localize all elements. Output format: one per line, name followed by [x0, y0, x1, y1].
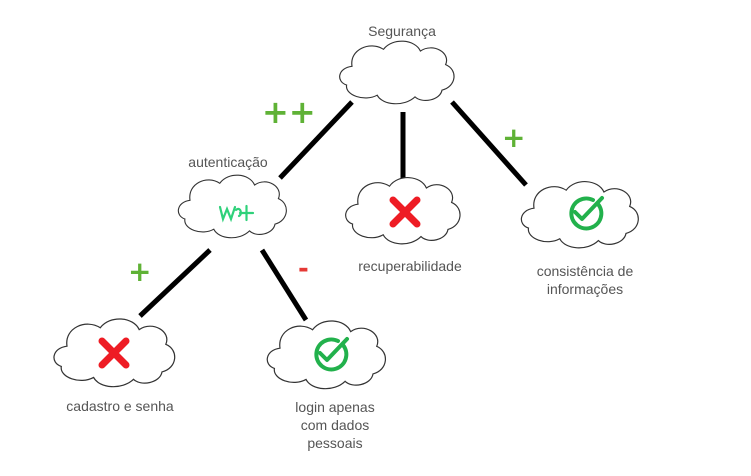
edge-sign-autenticacao-login: -	[298, 254, 309, 284]
cloud-icon-autenticacao	[177, 174, 287, 239]
scribble-icon	[218, 204, 255, 223]
node-label-login-line3: pessoais	[307, 435, 363, 451]
x-icon	[389, 196, 421, 228]
node-label-login-line1: login apenas	[295, 399, 375, 415]
edge-root-consistencia	[450, 100, 528, 187]
node-label-consistencia-line2: informações	[546, 281, 624, 297]
cloud-icon-root	[339, 40, 455, 105]
edge-autenticacao-cadastro	[138, 248, 212, 318]
check-circle-icon	[314, 337, 349, 372]
node-label-recuperabilidade: recuperabilidade	[358, 258, 462, 274]
edge-autenticacao-login	[259, 248, 309, 322]
edge-sign-root-consistencia: +	[502, 121, 526, 154]
node-label-seguranca: Segurança	[368, 23, 436, 39]
node-label-login-line2: com dados	[300, 417, 370, 433]
edge-root-autenticacao	[278, 100, 354, 180]
node-label-consistencia-line1: consistência de	[536, 263, 634, 279]
node-label-cadastro: cadastro e senha	[66, 398, 174, 414]
node-label-login: login apenas com dados pessoais	[280, 398, 390, 452]
node-label-consistencia: consistência de informações	[520, 262, 650, 298]
edge-lines	[138, 100, 528, 322]
edge-sign-autenticacao-cadastro: +	[128, 255, 152, 288]
node-label-autenticacao: autenticação	[188, 154, 268, 170]
cloud-icon-login	[266, 320, 387, 390]
check-circle-icon	[569, 196, 604, 231]
edge-sign-root-autenticacao: ++	[262, 93, 316, 131]
x-icon	[98, 337, 130, 369]
